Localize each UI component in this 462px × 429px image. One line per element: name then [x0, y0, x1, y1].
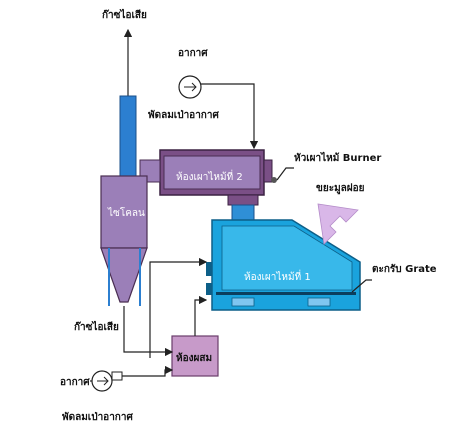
label-mixing-room: ห้องผสม — [176, 352, 212, 364]
cyclone-to-mixing-line — [123, 306, 174, 357]
connector-duct-bottom — [231, 204, 255, 222]
blower-top-arrow-icon — [184, 82, 197, 92]
label-blower-bottom: พัดลมเป่าอากาศ — [62, 411, 133, 423]
air-inlet-lower — [206, 283, 212, 295]
burner-nozzle — [263, 159, 273, 183]
label-chamber1: ห้องเผาไหม้ที่ 1 — [244, 269, 311, 283]
burner-icon — [271, 177, 277, 183]
air-line-to-chamber1-lower — [194, 295, 208, 336]
grate-bar — [216, 292, 356, 295]
connector-duct-top — [227, 194, 259, 206]
burner-leader — [276, 167, 294, 181]
label-exhaust-bottom: ก๊าซไอเสีย — [74, 320, 119, 333]
label-exhaust-top: ก๊าซไอเสีย — [102, 8, 147, 21]
chamber2-inner — [163, 155, 261, 190]
air-line-bottom — [122, 365, 174, 377]
exhaust-stack — [119, 95, 137, 177]
cyclone-cone — [100, 247, 148, 303]
label-blower-top: พัดลมเป่าอากาศ — [148, 109, 219, 121]
blower-bottom-outlet — [111, 371, 123, 381]
label-grate: ตะกรับ Grate — [372, 263, 437, 275]
label-air-top: อากาศ — [178, 48, 208, 59]
air-line-to-chamber1-upper — [149, 257, 208, 358]
label-burner: หัวเผาไหม้ Burner — [294, 151, 381, 164]
waste-input-arrow-icon — [317, 203, 359, 245]
label-chamber2: ห้องเผาไหม้ที่ 2 — [176, 169, 243, 183]
grate-leader — [351, 279, 372, 293]
air-inlet-upper — [206, 262, 212, 276]
label-air-bottom: อากาศ — [60, 377, 90, 388]
label-cyclone: ไซโคลน — [107, 206, 145, 219]
chamber1-inner — [221, 225, 353, 291]
blower-bottom-arrow-icon — [97, 376, 109, 386]
label-waste-input: ขยะมูลฝอย — [316, 182, 365, 195]
air-line-top — [201, 83, 259, 150]
ash-door-left — [231, 297, 255, 307]
ash-door-right — [307, 297, 331, 307]
